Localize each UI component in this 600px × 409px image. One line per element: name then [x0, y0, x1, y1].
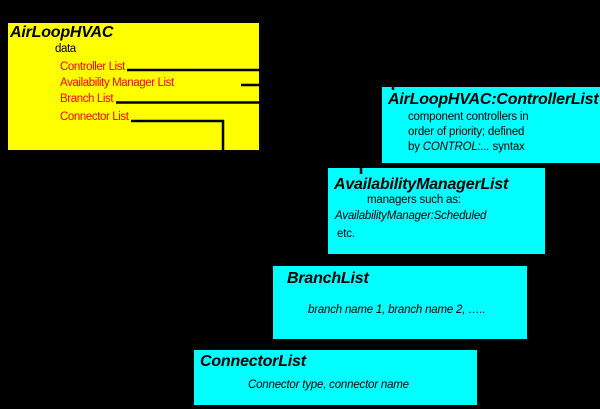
connector-box-title: ConnectorList [200, 353, 306, 370]
airloophvac-title: AirLoopHVAC [10, 24, 114, 41]
availability-box-title: AvailabilityManagerList [334, 176, 509, 193]
connector-list-box [194, 350, 477, 405]
controller-list-box-body: component controllers in order of priori… [408, 110, 529, 155]
list-item-data: data [55, 43, 76, 55]
branch-list-box [273, 266, 527, 339]
connector-line-connector-list [131, 119, 225, 350]
list-item-branch-list: Branch List [60, 93, 114, 105]
availability-body-line3: etc. [337, 228, 355, 240]
branch-box-body: branch name 1, branch name 2, ….. [308, 304, 486, 316]
availability-body-line1: managers such as: [367, 194, 461, 206]
availability-body-line2: AvailabilityManager:Scheduled [335, 210, 487, 222]
controller-body-line3: by CONTROL:... syntax [408, 141, 525, 153]
connector-box-body: Connector type, connector name [248, 379, 409, 391]
controller-body-line1: component controllers in [408, 111, 529, 123]
controller-list-box [382, 87, 600, 163]
branch-box-title: BranchList [287, 270, 369, 287]
list-item-controller-list: Controller List [60, 61, 125, 73]
controller-body-line2: order of priority; defined [408, 126, 525, 138]
controller-list-box-title: AirLoopHVAC:ControllerList [388, 91, 599, 108]
list-item-connector-list: Connector List [60, 111, 129, 123]
availability-manager-list-box [328, 168, 545, 254]
list-item-availability-manager-list: Availability Manager List [60, 77, 174, 89]
